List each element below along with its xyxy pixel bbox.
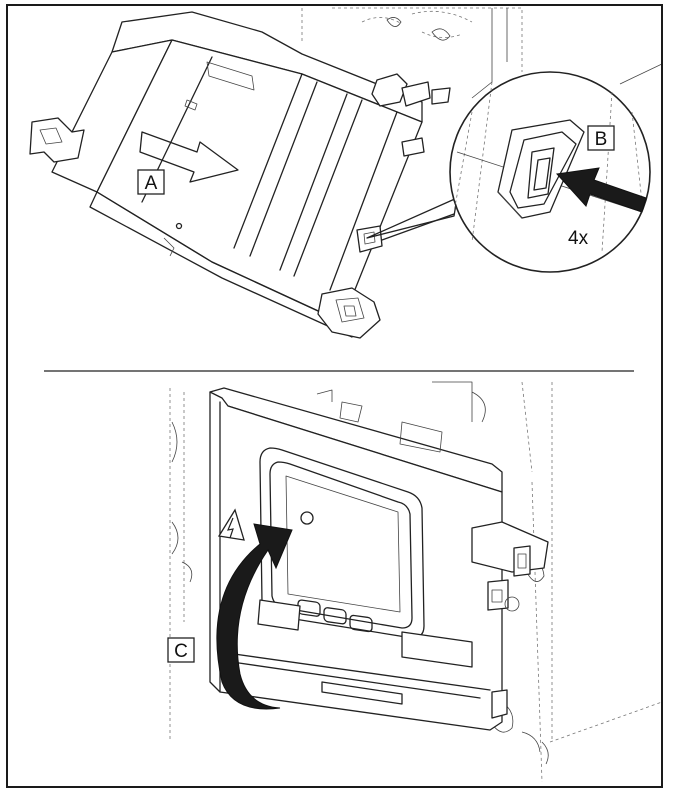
callout-a: A (137, 169, 165, 195)
press-arrow-icon (555, 167, 647, 213)
bottom-panel: C (167, 381, 661, 783)
detail-magnifier (449, 71, 651, 273)
indicator-light (300, 511, 314, 525)
svg-text:B: B (595, 129, 608, 150)
svg-text:A: A (145, 173, 158, 194)
quantity-label: 4x (568, 228, 589, 249)
detail-leader (381, 213, 455, 241)
side-hinge (471, 521, 549, 612)
push-arrow-icon (139, 131, 239, 183)
left-mounting-tab (29, 117, 85, 163)
right-clips (317, 73, 451, 339)
instruction-diagram: A B 4x (29, 7, 661, 783)
top-panel: A B 4x (29, 7, 661, 339)
callout-b: B (587, 125, 615, 151)
illustration-frame: A B 4x (6, 4, 663, 788)
panel-button-middle (323, 607, 347, 625)
panel-button-right (349, 614, 373, 633)
rotate-arrow-icon (216, 523, 293, 710)
callout-c: C (167, 637, 195, 663)
svg-text:C: C (174, 641, 188, 662)
control-housing (209, 387, 508, 731)
control-module (51, 11, 423, 338)
electrical-hazard-icon (217, 508, 245, 541)
